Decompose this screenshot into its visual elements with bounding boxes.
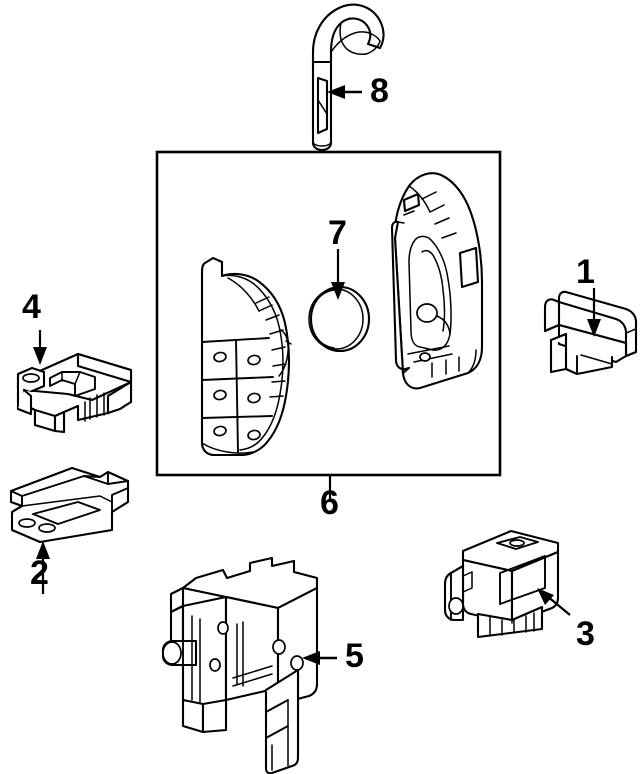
part-3-electronic-control-module[interactable]	[443, 529, 560, 639]
cover-boss	[416, 303, 438, 323]
button-hole	[213, 425, 227, 437]
part-8-antenna-hook-rod[interactable]	[311, 3, 385, 152]
leader-4	[33, 330, 47, 365]
callout-label-1[interactable]: 1	[576, 253, 595, 291]
leader-7	[331, 249, 345, 300]
callout-label-8[interactable]: 8	[370, 72, 389, 110]
leader-1	[587, 288, 601, 337]
callout-label-5[interactable]: 5	[345, 637, 364, 675]
mounting-hole	[217, 621, 229, 635]
part-7-coin-cell-battery[interactable]	[308, 285, 371, 353]
callout-label-4[interactable]: 4	[22, 288, 41, 326]
transmitter-group-box	[155, 150, 502, 477]
button-hole	[247, 429, 261, 441]
leader-8	[327, 85, 362, 99]
leader-3	[537, 588, 571, 616]
button-hole	[213, 351, 227, 363]
bracket-knob	[162, 641, 182, 665]
plate-hole	[18, 518, 36, 528]
button-hole	[213, 389, 227, 401]
part-5-fuse-relay-block-bracket[interactable]	[161, 556, 319, 774]
plate-hole	[38, 523, 56, 533]
bracket-hole	[22, 373, 40, 383]
part-6-transmitter-front-housing[interactable]	[200, 256, 292, 457]
callout-label-6[interactable]: 6	[320, 484, 339, 522]
mounting-hole	[272, 639, 286, 655]
mount-ear-hole	[448, 597, 464, 615]
leader-5	[302, 651, 337, 665]
part-6-transmitter-rear-cover[interactable]	[390, 172, 484, 390]
callout-label-3[interactable]: 3	[576, 615, 595, 653]
mounting-hole	[290, 655, 304, 671]
button-hole	[247, 354, 261, 366]
callout-label-7[interactable]: 7	[328, 214, 347, 252]
leader-2	[36, 541, 50, 594]
cover-screw-hole	[419, 352, 431, 362]
button-hole	[247, 392, 261, 404]
part-4-relay-bracket-holder[interactable]	[16, 352, 133, 434]
mounting-hole	[209, 658, 221, 672]
part-1-mounting-bracket-right[interactable]	[543, 290, 638, 376]
part-2-flat-mounting-plate[interactable]	[9, 466, 130, 544]
module-hole	[509, 539, 525, 547]
callout-label-2[interactable]: 2	[30, 554, 49, 592]
